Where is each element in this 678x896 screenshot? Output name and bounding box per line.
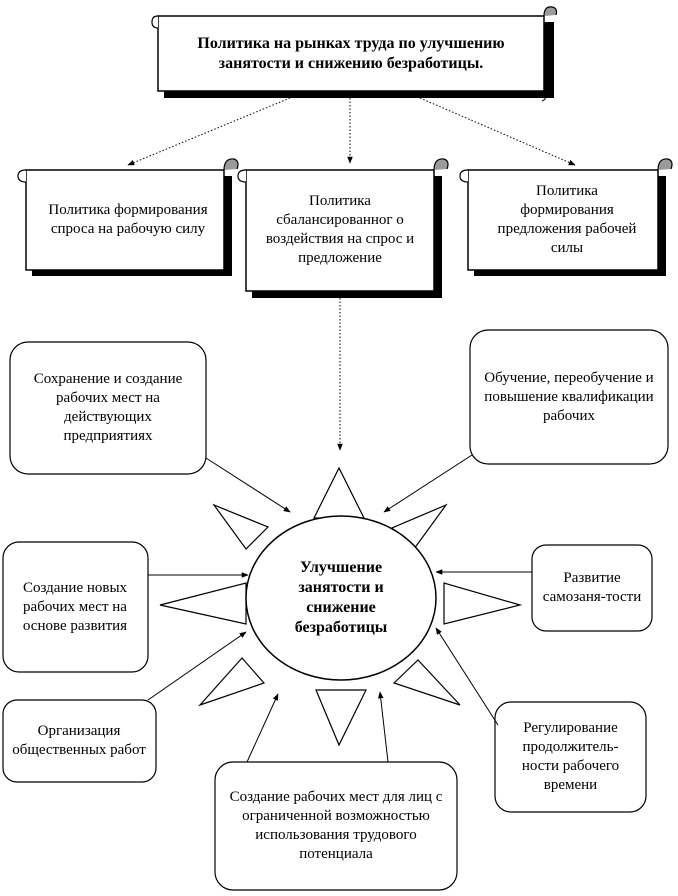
sun-rays (159, 466, 523, 747)
title-scroll (151, 6, 558, 102)
measure-label-working-time: Регулирование продолжитель-ности рабочег… (521, 720, 620, 793)
measure-label-limited-capacity: Создание рабочих мест для лиц с ограниче… (229, 789, 443, 862)
title-connectors (127, 97, 576, 451)
measure-label-self-employment: Развитие самозаня-тости (542, 570, 642, 605)
policy-scroll-1 (17, 158, 239, 276)
policy-scroll-3 (459, 158, 673, 276)
measure-box-1 (9, 341, 207, 475)
measure-label-preserve-jobs: Сохранение и создание рабочих мест на де… (33, 371, 183, 444)
measure-box-3 (2, 541, 149, 673)
measure-label-new-jobs: Создание новых рабочих мест на основе ра… (22, 579, 128, 634)
measure-label-training: Обучение, переобучение и повышение квали… (484, 369, 654, 424)
measure-connectors (147, 454, 532, 763)
measure-box-6 (494, 701, 647, 813)
center-ellipse (245, 515, 437, 681)
measure-label-public-works: Организация общественных работ (12, 723, 146, 758)
measure-box-5 (2, 699, 157, 783)
policy-label-supply: Политика формирования предложения рабоче… (497, 183, 637, 256)
policy-label-demand: Политика формирования спроса на рабочую … (48, 202, 208, 237)
policy-scroll-2 (237, 158, 449, 298)
measure-box-4 (531, 544, 653, 632)
center-label: Улучшение занятости и снижение безработи… (294, 559, 388, 636)
measure-box-2 (469, 329, 669, 465)
policy-label-balanced: Политика сбалансированног о воздействия … (265, 193, 415, 266)
measure-box-7 (214, 761, 458, 891)
title-label: Политика на рынках труда по улучшению за… (197, 35, 505, 72)
